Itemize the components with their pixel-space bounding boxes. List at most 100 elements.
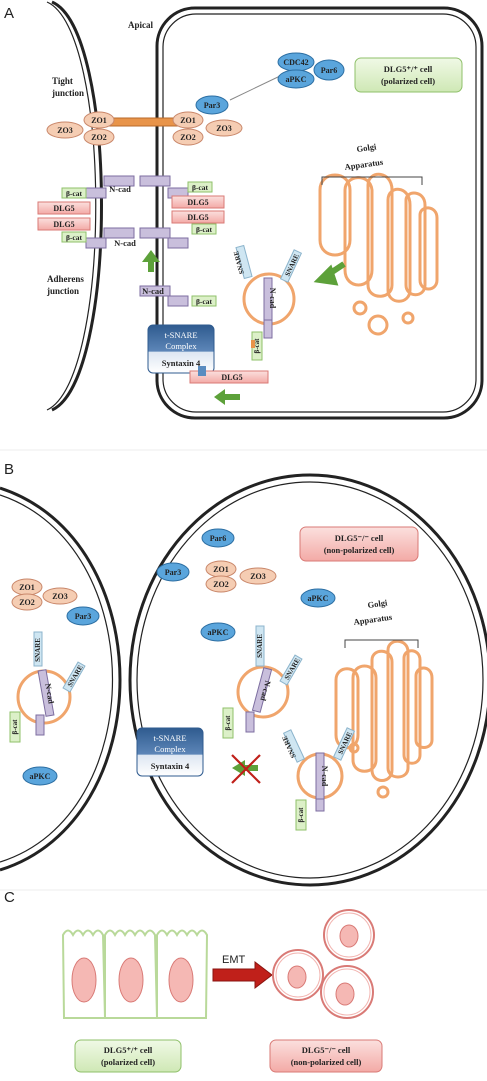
svg-text:Par6: Par6 [210,534,226,543]
svg-text:β-cat: β-cat [297,807,305,823]
svg-text:ZO1: ZO1 [19,583,35,592]
vesicle-b-lower: N-cad β-cat SNARE SNARE [280,727,356,831]
panel-c-letter: C [4,889,15,906]
panel-b-letter: B [4,461,14,478]
green-arrow-up-a [142,250,160,272]
svg-text:β-cat: β-cat [224,715,232,731]
svg-text:β-cat: β-cat [253,338,261,354]
golgi-bracket-a [321,176,423,185]
svg-text:β-cat: β-cat [66,233,83,242]
svg-text:CDC42: CDC42 [283,58,308,67]
svg-text:aPKC: aPKC [308,594,329,603]
svg-text:(non-polarized cell): (non-polarized cell) [324,545,395,555]
vesicle-a: N-cad β-cat SNARE SNARE [232,244,303,361]
svg-text:(polarized cell): (polarized cell) [101,1057,155,1067]
svg-text:Par3: Par3 [165,568,181,577]
svg-text:Par6: Par6 [321,66,337,75]
svg-text:DLG5: DLG5 [187,198,208,207]
svg-text:ZO2: ZO2 [91,133,107,142]
zo2-b-left [11,593,43,611]
golgi-label-a-1: Golgi [356,141,378,154]
svg-text:ZO2: ZO2 [180,133,196,142]
par6-node-b [201,528,235,548]
svg-text:DLG5⁻/⁻ cell: DLG5⁻/⁻ cell [302,1045,351,1055]
vesicle-b-middle: N-cad β-cat SNARE SNARE [222,625,303,739]
zo1-right [172,111,204,129]
vesicle-b-left: N-cad β-cat SNARE SNARE [9,631,86,743]
svg-text:ZO2: ZO2 [19,598,35,607]
svg-text:ZO1: ZO1 [213,565,229,574]
svg-text:t-SNARE: t-SNARE [153,733,186,743]
svg-text:t-SNARE: t-SNARE [164,330,197,340]
svg-text:Par3: Par3 [75,612,91,621]
cell-status-box-b [299,526,419,562]
svg-text:aPKC: aPKC [208,628,229,637]
svg-text:(polarized cell): (polarized cell) [381,76,435,86]
par3-node-b [156,562,190,582]
svg-text:DLG5⁻/⁻ cell: DLG5⁻/⁻ cell [335,533,384,543]
tsnare-complex-b: t-SNARE Complex Syntaxin 4 [136,727,204,777]
svg-text:Complex: Complex [165,341,197,351]
svg-text:DLG5: DLG5 [53,220,74,229]
svg-text:ZO3: ZO3 [57,126,73,135]
svg-text:SNARE: SNARE [34,638,42,662]
zo3-b [239,567,277,585]
nucleus-2 [118,957,144,1003]
cell-status-box-a [354,57,463,93]
svg-text:N-cad: N-cad [320,766,329,787]
zo1-left [83,111,115,129]
svg-text:DLG5: DLG5 [221,373,242,382]
svg-text:N-cad: N-cad [43,683,56,705]
left-cell-membrane-b [0,486,122,872]
svg-text:SNARE: SNARE [283,656,302,681]
svg-text:DLG5: DLG5 [187,213,208,222]
right-cell-membrane-b [128,473,487,887]
svg-text:(non-polarized cell): (non-polarized cell) [291,1057,362,1067]
apkc-node [277,69,315,89]
svg-text:DLG5⁺/⁺ cell: DLG5⁺/⁺ cell [384,64,433,74]
svg-text:ZO3: ZO3 [52,592,68,601]
svg-text:Syntaxin 4: Syntaxin 4 [162,358,201,368]
panel-b: B DLG5⁻/⁻ cell (non-polarized cell) Par6… [0,461,487,887]
svg-text:N-cad: N-cad [114,238,136,248]
svg-text:aPKC: aPKC [30,772,51,781]
zo2-b [205,575,237,593]
svg-text:β-cat: β-cat [192,183,209,192]
svg-text:N-cad: N-cad [268,288,277,309]
zo3-left [46,121,84,139]
nucleus-1 [71,957,97,1003]
claudin-bridge [105,117,179,127]
adherens-junction-label-2: junction [46,286,79,296]
par6-node [313,59,345,81]
emt-label: EMT [222,954,246,966]
svg-text:N-cad: N-cad [142,286,164,296]
svg-text:ZO2: ZO2 [213,580,229,589]
svg-text:ZO1: ZO1 [91,116,107,125]
tight-junction-label-2: junction [51,88,84,98]
golgi-label-b-2: Apparatus [353,612,393,627]
svg-text:SNARE: SNARE [256,634,264,658]
zo3-b-left [42,587,78,605]
panel-a-letter: A [4,5,14,22]
tsnare-complex-a: t-SNARE Complex Syntaxin 4 [147,324,215,374]
apkc-node-b2 [200,622,236,642]
left-cell-membrane [51,0,103,412]
apkc-node-b-left [22,766,58,786]
apkc-node-b1 [300,588,336,608]
zo2-right [172,128,204,146]
green-arrow-left-a [214,389,240,405]
par3-node-b-left [66,606,100,626]
zo3-right [205,119,243,137]
golgi-apparatus-a [318,172,439,336]
svg-text:aPKC: aPKC [286,75,307,84]
golgi-label-b-1: Golgi [367,597,389,610]
right-cell-membrane [155,6,484,420]
adherens-junction-label-1: Adherens [47,274,84,284]
svg-text:β-cat: β-cat [66,189,83,198]
green-arrow-golgi-a [313,261,346,286]
non-polarized-caption-box [269,1039,383,1073]
par-arrow [229,75,281,101]
svg-text:ZO3: ZO3 [216,124,232,133]
adherens-complex-a: N-cad β-cat β-cat DLG5 DLG5 DLG5 DLG5 N-… [37,175,225,307]
dlg5-membrane-a [189,370,269,384]
